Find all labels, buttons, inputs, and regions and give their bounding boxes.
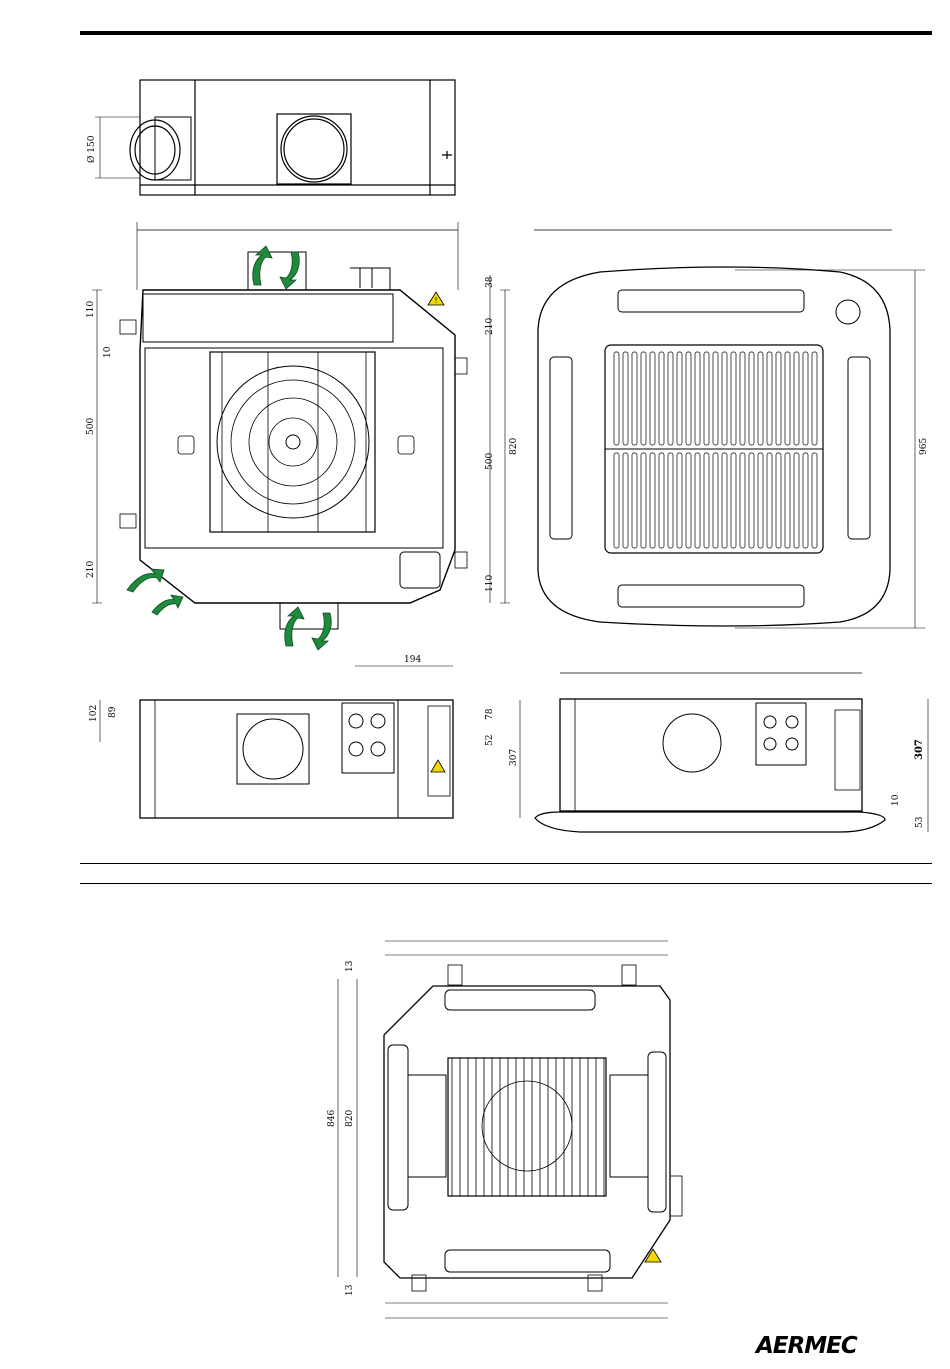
grille-slat [812,352,817,445]
grille-slat [650,352,655,445]
dim-307-front: 307 [509,749,519,766]
grille-slat [713,352,718,445]
grille-slat [713,453,718,548]
dim-10-left: 10 [103,346,113,358]
grille-slat [695,453,700,548]
dim-89: 89 [108,706,118,718]
dim-52: 52 [485,735,495,746]
dim-820-bottom: 820 [345,1110,355,1127]
dim-duct-diameter: Ø 150 [86,135,97,163]
grille-slat [767,453,772,548]
grille-slat [632,453,637,548]
grille-slat [686,453,691,548]
grille-slat [776,352,781,445]
grille-slat [704,453,709,548]
side-view [535,673,928,832]
panel-grille [614,352,817,548]
dim-13-top: 13 [345,960,355,972]
grille-slat [650,453,655,548]
plan-view [92,222,510,629]
svg-text:!: ! [434,296,437,305]
bottom-grille [452,1058,604,1196]
grille-slat [785,352,790,445]
grille-slat [758,352,763,445]
dim-53-side: 53 [915,816,925,828]
front-view [100,666,520,818]
dim-194: 194 [404,655,421,665]
bottom-view [338,941,682,1318]
grille-slat [731,352,736,445]
dim-307-side: 307 [914,739,925,760]
grille-slat [740,352,745,445]
grille-slat [767,352,772,445]
dim-78: 78 [485,708,495,720]
grille-slat [686,352,691,445]
grille-slat [812,453,817,548]
grille-slat [794,453,799,548]
grille-slat [776,453,781,548]
grille-slat [641,352,646,445]
grille-slat [758,453,763,548]
dim-110-left: 110 [86,301,96,318]
dim-500-right: 500 [485,453,495,470]
dim-110-right: 110 [485,575,495,592]
grille-slat [632,352,637,445]
airflow-arrow-icon [127,246,331,650]
grille-slat [623,453,628,548]
dim-965: 965 [919,438,929,455]
panel-view [534,230,925,628]
dim-820-right: 820 [509,438,519,455]
grille-slat [641,453,646,548]
dim-846: 846 [327,1110,337,1127]
grille-slat [785,453,790,548]
dim-210-right: 210 [485,318,495,335]
grille-slat [794,352,799,445]
grille-slat [704,352,709,445]
grille-slat [731,453,736,548]
dim-102: 102 [89,705,99,722]
dim-38-right: 38 [485,276,495,288]
grille-slat [614,352,619,445]
grille-slat [722,352,727,445]
grille-slat [803,453,808,548]
dim-10-side: 10 [891,794,901,806]
grille-slat [722,453,727,548]
grille-slat [749,352,754,445]
grille-slat [659,352,664,445]
brand-logo: AERMEC [756,1333,857,1359]
grille-slat [659,453,664,548]
grille-slat [677,453,682,548]
warning-icon [431,760,445,772]
grille-slat [623,352,628,445]
grille-slat [740,453,745,548]
grille-slat [749,453,754,548]
grille-slat [668,352,673,445]
grille-slat [668,453,673,548]
dim-500-left: 500 [86,418,96,435]
grille-slat [695,352,700,445]
warning-icon: ! [428,292,444,305]
dim-210-left: 210 [86,561,96,578]
grille-slat [614,453,619,548]
dim-13-bottom: 13 [345,1284,355,1296]
grille-slat [677,352,682,445]
grille-slat [803,352,808,445]
duct-casing-view [95,80,455,195]
